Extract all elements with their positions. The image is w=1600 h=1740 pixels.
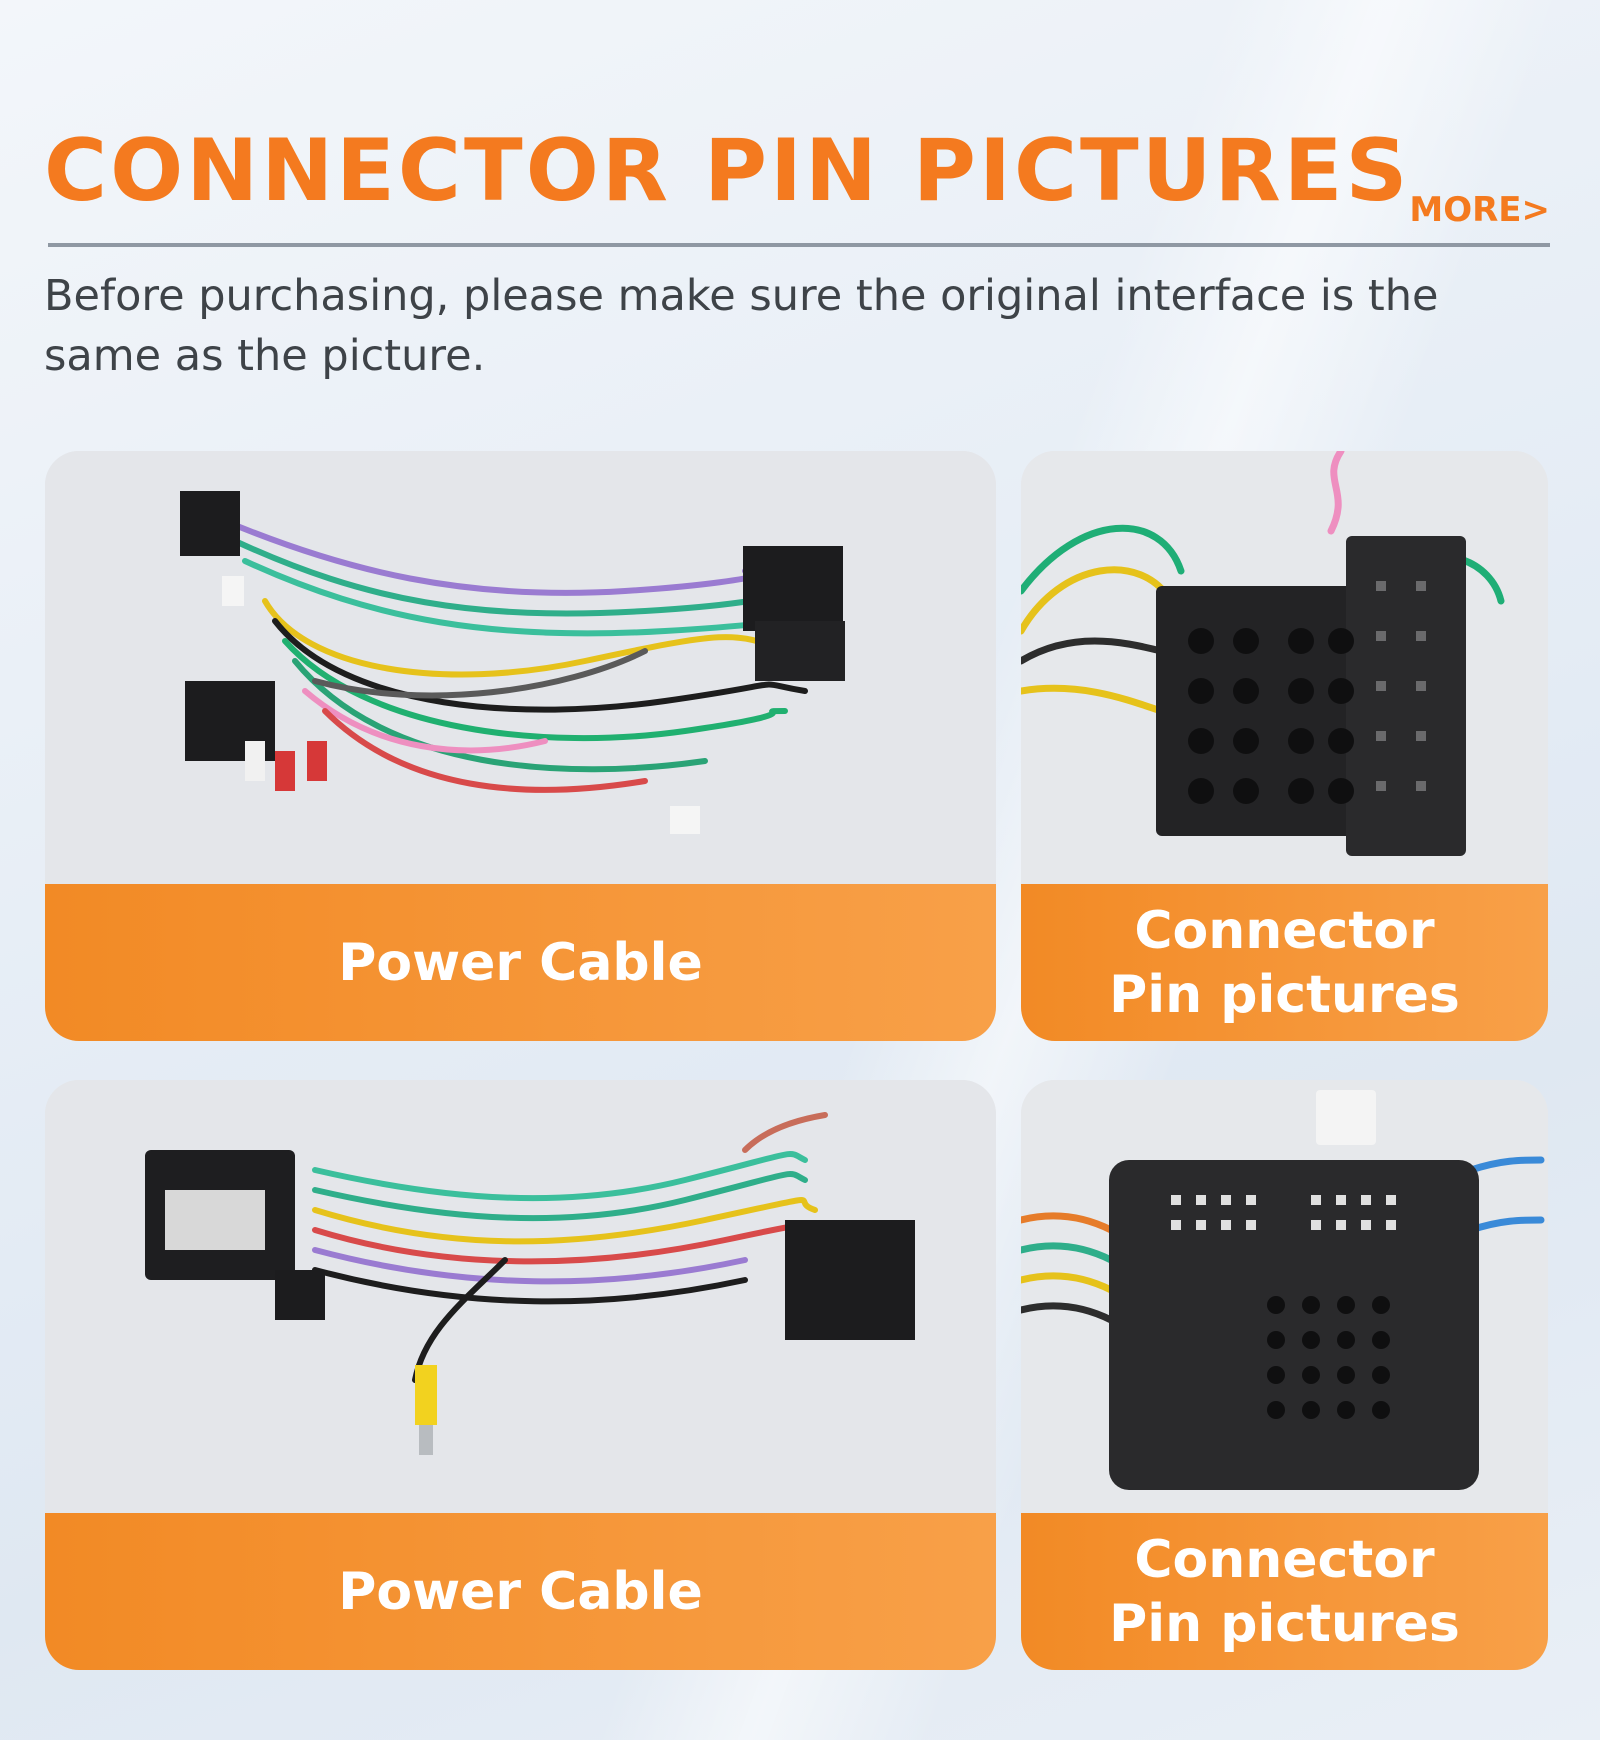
caption-power-cable-1: Power Cable (45, 884, 996, 1041)
more-link[interactable]: MORE> (1409, 190, 1550, 230)
title-divider (48, 243, 1550, 247)
connector-socket-photo (1021, 1080, 1548, 1513)
caption-power-cable-2: Power Cable (45, 1513, 996, 1670)
card-connector-pins-1[interactable]: Connector Pin pictures (1021, 451, 1548, 1041)
caption-text: Power Cable (338, 932, 703, 993)
card-power-cable-1[interactable]: Power Cable (45, 451, 996, 1041)
caption-text: Connector Pin pictures (1109, 900, 1460, 1025)
subtitle: Before purchasing, please make sure the … (44, 271, 1439, 381)
wiring-harness-with-box-photo (45, 1080, 996, 1513)
caption-text: Connector Pin pictures (1109, 1529, 1460, 1654)
wiring-harness-photo (45, 451, 996, 884)
page-title: CONNECTOR PIN PICTURES (44, 121, 1411, 221)
card-connector-pins-2[interactable]: Connector Pin pictures (1021, 1080, 1548, 1670)
caption-connector-pins-2: Connector Pin pictures (1021, 1513, 1548, 1670)
caption-text: Power Cable (338, 1561, 703, 1622)
caption-connector-pins-1: Connector Pin pictures (1021, 884, 1548, 1041)
connector-pins-photo (1021, 451, 1548, 884)
card-power-cable-2[interactable]: Power Cable (45, 1080, 996, 1670)
